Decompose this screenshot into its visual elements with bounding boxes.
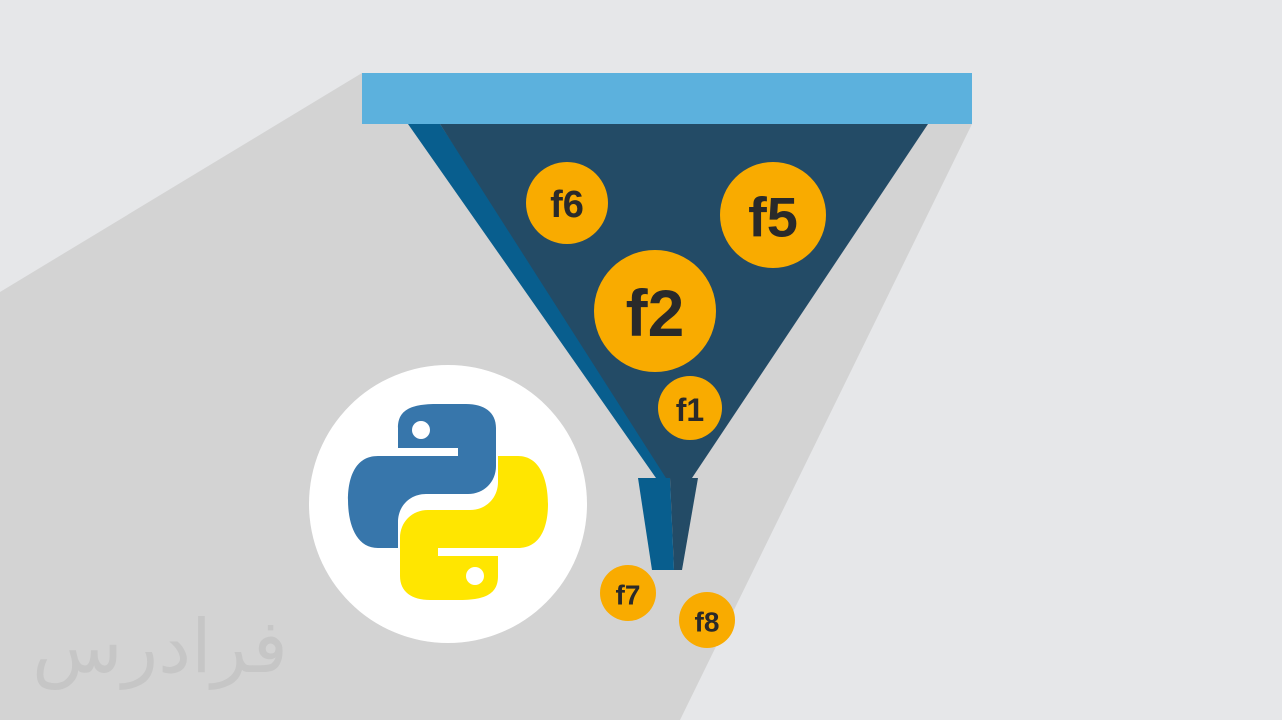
ball-f5-label: f5 <box>748 186 798 249</box>
ball-f2-circle <box>594 250 716 372</box>
watermark-text: فرادرس <box>32 604 288 690</box>
funnel-spout-side <box>638 478 674 570</box>
ball-f6: f6 <box>526 162 608 244</box>
ball-f1-label: f1 <box>676 392 704 428</box>
ball-f2: f2 <box>594 250 716 372</box>
python-logo-badge <box>309 365 587 643</box>
python-logo-background <box>309 365 587 643</box>
python-blue-snake <box>348 404 496 548</box>
ball-f8-label: f8 <box>695 607 720 638</box>
ball-f8: f8 <box>679 592 735 648</box>
ball-f7-circle <box>600 565 656 621</box>
python-blue-eye <box>412 421 430 439</box>
funnel-rim <box>362 73 972 124</box>
ball-f5-circle <box>720 162 826 268</box>
ball-f6-circle <box>526 162 608 244</box>
ball-f2-label: f2 <box>626 276 685 350</box>
ball-f7-label: f7 <box>616 580 641 611</box>
ball-f8-circle <box>679 592 735 648</box>
ball-f1-circle <box>658 376 722 440</box>
ball-f6-label: f6 <box>550 184 584 226</box>
funnel-spout-front <box>670 478 698 570</box>
ball-f1: f1 <box>658 376 722 440</box>
python-logo-icon <box>348 404 548 600</box>
funnel-side <box>408 124 672 478</box>
ball-f5: f5 <box>720 162 826 268</box>
python-yellow-eye <box>466 567 484 585</box>
python-yellow-snake <box>400 456 548 600</box>
ball-f7: f7 <box>600 565 656 621</box>
